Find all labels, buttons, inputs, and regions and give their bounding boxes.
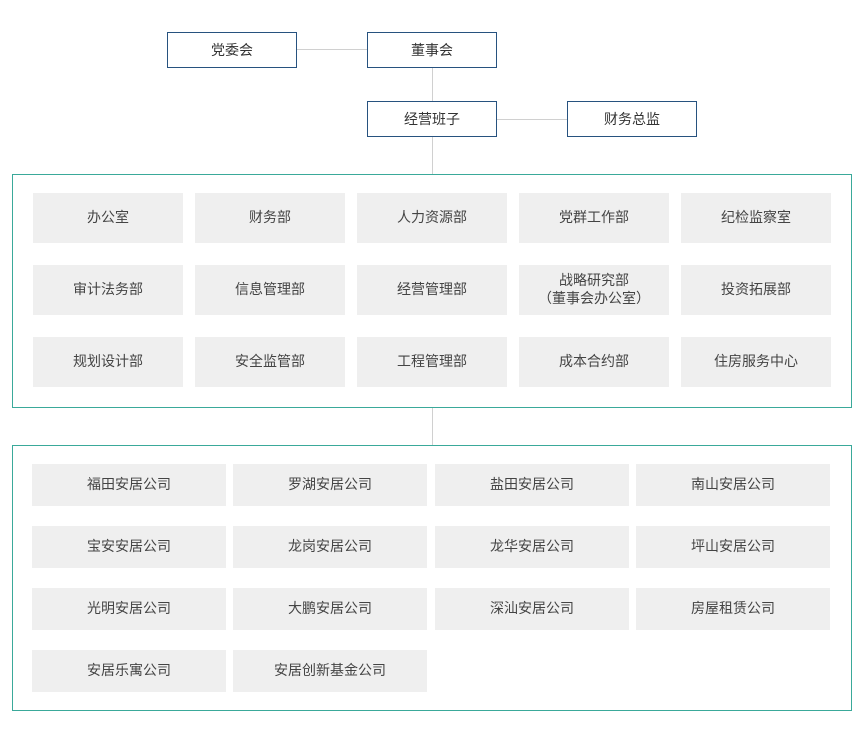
department-label: （董事会办公室）: [538, 291, 650, 307]
department-box: 财务部: [195, 193, 345, 243]
department-label: 纪检监察室: [721, 210, 791, 226]
company-box: 光明安居公司: [32, 588, 226, 630]
department-label: 规划设计部: [73, 354, 143, 370]
board-node: 董事会: [367, 32, 497, 68]
department-label: 党群工作部: [559, 210, 629, 226]
department-box: 经营管理部: [357, 265, 507, 315]
company-box: 龙岗安居公司: [233, 526, 427, 568]
company-box: 南山安居公司: [636, 464, 830, 506]
department-box: 信息管理部: [195, 265, 345, 315]
department-box: 办公室: [33, 193, 183, 243]
department-box: 战略研究部 （董事会办公室）: [519, 265, 669, 315]
company-label: 安居乐寓公司: [87, 663, 171, 679]
connector-management-cfo: [496, 119, 568, 120]
department-box: 纪检监察室: [681, 193, 831, 243]
department-box: 投资拓展部: [681, 265, 831, 315]
department-label: 信息管理部: [235, 282, 305, 298]
department-label: 投资拓展部: [721, 282, 791, 298]
company-box: 龙华安居公司: [435, 526, 629, 568]
department-label: 工程管理部: [397, 354, 467, 370]
department-label: 审计法务部: [73, 282, 143, 298]
departments-panel: 办公室 财务部 人力资源部 党群工作部 纪检监察室审计法务部 信息管理部 经营管理部 战略研究…: [12, 174, 852, 408]
department-box: 人力资源部: [357, 193, 507, 243]
company-box: 福田安居公司: [32, 464, 226, 506]
connector-party-board: [296, 49, 368, 50]
department-label: 经营管理部: [397, 282, 467, 298]
company-box: 大鹏安居公司: [233, 588, 427, 630]
company-box: 宝安安居公司: [32, 526, 226, 568]
department-label: 人力资源部: [397, 210, 467, 226]
company-box: 坪山安居公司: [636, 526, 830, 568]
company-box: 安居乐寓公司: [32, 650, 226, 692]
company-label: 大鹏安居公司: [288, 601, 372, 617]
connector-departments-companies: [432, 407, 433, 445]
connector-management-departments: [432, 136, 433, 175]
department-box: 工程管理部: [357, 337, 507, 387]
companies-panel: 福田安居公司 罗湖安居公司 盐田安居公司 南山安居公司宝安安居公司 龙岗安居公司 龙华安居…: [12, 445, 852, 711]
department-box: 安全监管部: [195, 337, 345, 387]
company-box: 深汕安居公司: [435, 588, 629, 630]
company-label: 光明安居公司: [87, 601, 171, 617]
company-box: 房屋租赁公司: [636, 588, 830, 630]
company-label: 坪山安居公司: [691, 539, 775, 555]
company-box: 安居创新基金公司: [233, 650, 427, 692]
company-label: 安居创新基金公司: [274, 663, 386, 679]
department-label: 安全监管部: [235, 354, 305, 370]
company-label: 房屋租赁公司: [691, 601, 775, 617]
department-label: 战略研究部: [559, 273, 629, 289]
company-label: 深汕安居公司: [490, 601, 574, 617]
department-box: 成本合约部: [519, 337, 669, 387]
department-box: 规划设计部: [33, 337, 183, 387]
department-box: 住房服务中心: [681, 337, 831, 387]
department-box: 党群工作部: [519, 193, 669, 243]
department-label: 成本合约部: [559, 354, 629, 370]
company-box: 盐田安居公司: [435, 464, 629, 506]
department-label: 办公室: [87, 210, 129, 226]
department-label: 财务部: [249, 210, 291, 226]
company-label: 宝安安居公司: [87, 539, 171, 555]
party-committee-node: 党委会: [167, 32, 297, 68]
company-label: 盐田安居公司: [490, 477, 574, 493]
company-label: 福田安居公司: [87, 477, 171, 493]
connector-board-management: [432, 67, 433, 102]
company-box: 罗湖安居公司: [233, 464, 427, 506]
department-label: 住房服务中心: [714, 354, 798, 370]
management-node: 经营班子: [367, 101, 497, 137]
company-label: 龙岗安居公司: [288, 539, 372, 555]
company-label: 南山安居公司: [691, 477, 775, 493]
company-label: 罗湖安居公司: [288, 477, 372, 493]
department-box: 审计法务部: [33, 265, 183, 315]
cfo-node: 财务总监: [567, 101, 697, 137]
company-label: 龙华安居公司: [490, 539, 574, 555]
